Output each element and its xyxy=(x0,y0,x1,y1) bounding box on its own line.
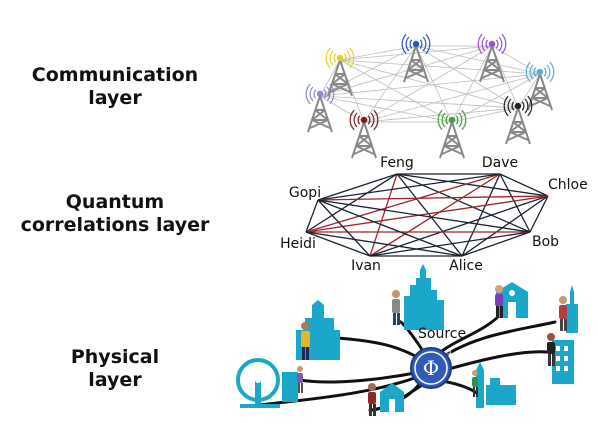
node-label-dave: Dave xyxy=(482,155,518,171)
person-icon xyxy=(559,296,567,331)
correlation-link xyxy=(305,199,319,233)
correlation-link xyxy=(396,173,549,197)
mesh-link xyxy=(319,95,453,123)
correlation-link xyxy=(317,195,549,201)
mesh-link xyxy=(517,73,541,109)
mesh-link xyxy=(319,59,341,97)
quantum-mesh xyxy=(305,173,549,257)
physical-layer-label: Physical layer xyxy=(0,346,230,392)
house-icon xyxy=(380,383,404,412)
skyline-icon xyxy=(404,264,444,330)
fiber-link xyxy=(258,374,422,407)
node-label-bob: Bob xyxy=(532,234,559,250)
communication-mesh xyxy=(319,45,541,123)
source-icon: Φ + xyxy=(410,347,454,389)
antenna-tower-icon xyxy=(525,61,555,111)
communication-layer-label-line1: Communication xyxy=(31,64,199,86)
physical-layer-label-line2: layer xyxy=(88,369,142,391)
fiber-link xyxy=(434,320,557,364)
fiber-link xyxy=(436,350,550,374)
house-icon xyxy=(496,282,528,318)
correlation-link xyxy=(317,173,501,201)
mesh-link xyxy=(319,45,417,97)
mesh-link xyxy=(339,59,453,123)
correlation-link xyxy=(317,199,463,257)
person-icon xyxy=(368,383,376,416)
correlation-link xyxy=(305,173,398,233)
mesh-link xyxy=(415,45,453,123)
antenna-tower-icon xyxy=(401,33,431,83)
city-skylines xyxy=(236,264,578,412)
person-icon xyxy=(392,290,400,325)
communication-layer-label: Communication layer xyxy=(0,64,230,110)
mesh-link xyxy=(415,45,519,109)
mesh-link xyxy=(339,59,519,109)
building-icon xyxy=(282,372,298,402)
correlation-link xyxy=(529,195,549,233)
correlation-link xyxy=(499,173,531,233)
mesh-link xyxy=(451,45,493,123)
mesh-link xyxy=(339,45,493,61)
building-windows xyxy=(255,290,568,412)
antenna-tower-icon xyxy=(437,109,467,159)
mesh-link xyxy=(363,107,519,123)
quantum-layer-label-line2: correlations layer xyxy=(20,214,210,236)
people xyxy=(297,285,567,416)
communication-towers xyxy=(305,33,555,159)
office-building-icon xyxy=(552,340,574,384)
correlation-link xyxy=(461,231,531,257)
mesh-link xyxy=(451,73,541,123)
antenna-tower-icon xyxy=(503,95,533,145)
mesh-link xyxy=(363,73,541,123)
correlation-link xyxy=(317,173,398,201)
correlation-link xyxy=(369,231,531,257)
person-icon xyxy=(301,322,310,360)
quantum-layer-label: Quantum correlations layer xyxy=(0,191,230,237)
person-icon xyxy=(547,333,555,366)
correlation-link xyxy=(317,199,371,257)
node-label-heidi: Heidi xyxy=(280,236,316,252)
correlation-link xyxy=(317,199,531,233)
antenna-tower-icon xyxy=(325,47,355,97)
mesh-link xyxy=(339,59,541,75)
person-icon xyxy=(297,366,303,393)
physical-layer-graphic: Source Φ + xyxy=(236,264,578,416)
node-label-chloe: Chloe xyxy=(548,177,588,193)
correlation-link xyxy=(305,231,371,257)
mesh-link xyxy=(451,107,519,123)
antenna-tower-icon xyxy=(305,83,335,133)
mesh-link xyxy=(319,95,519,109)
antenna-tower-icon xyxy=(477,33,507,83)
person-icon xyxy=(495,285,503,318)
physical-layer-label-line1: Physical xyxy=(70,346,160,368)
quantum-layer-label-line1: Quantum xyxy=(65,191,165,213)
correlation-link xyxy=(305,231,463,257)
correlation-link xyxy=(396,173,531,233)
node-label-ivan: Ivan xyxy=(351,258,381,274)
node-label-alice: Alice xyxy=(449,258,483,274)
mesh-link xyxy=(415,45,541,75)
correlation-link xyxy=(499,173,549,197)
communication-layer-label-line2: layer xyxy=(88,87,142,109)
person-icon xyxy=(472,370,478,397)
correlation-link xyxy=(305,195,549,233)
source-plus-mark: + xyxy=(446,349,454,360)
node-label-gopi: Gopi xyxy=(289,185,321,201)
antenna-tower-icon xyxy=(349,109,379,159)
correlation-link xyxy=(369,173,501,257)
correlation-link xyxy=(461,173,501,257)
fiber-link xyxy=(298,370,422,384)
skyscraper-icon xyxy=(566,285,578,333)
communication-layer-graphic xyxy=(305,33,555,159)
node-label-feng: Feng xyxy=(380,155,414,171)
source-label: Source xyxy=(418,326,466,342)
correlation-link xyxy=(461,195,549,257)
mesh-link xyxy=(339,45,417,61)
mesh-link xyxy=(363,45,417,123)
source-symbol: Φ xyxy=(423,356,439,380)
